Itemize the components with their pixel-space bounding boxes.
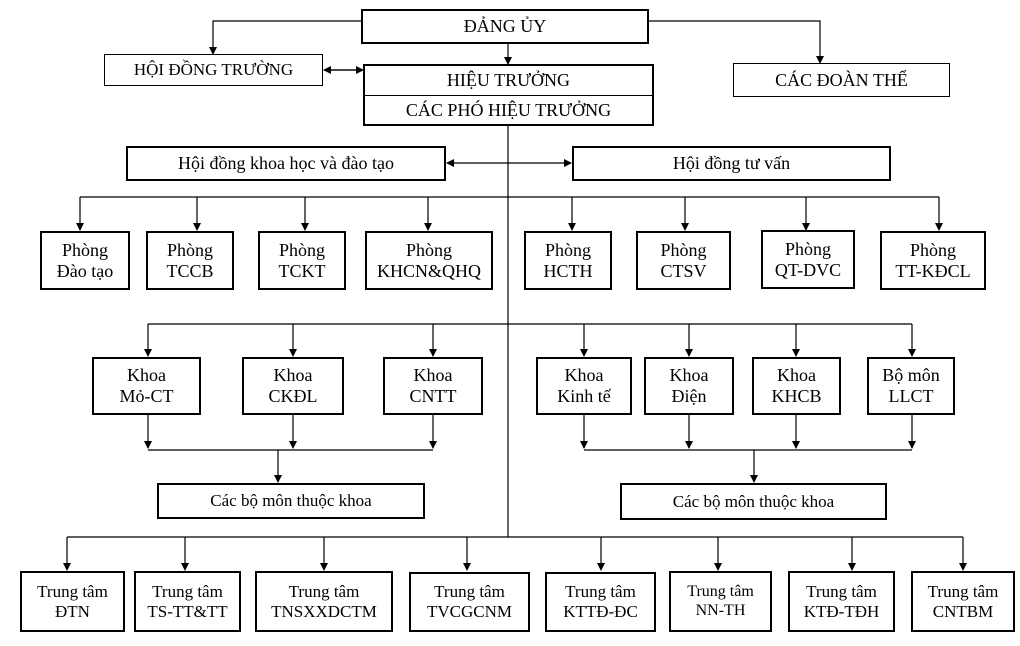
phong-khcn-qhq: Phòng KHCN&QHQ — [365, 231, 493, 290]
phong-name: TCKT — [278, 260, 326, 281]
arrow-dang-uy-doan-the — [648, 20, 824, 64]
trung-tam-name: ĐTN — [55, 601, 90, 621]
khoa-label: Khoa — [669, 365, 709, 386]
trung-tam-ktd-tdh: Trung tâm KTĐ-TĐH — [788, 571, 895, 632]
phong-name: Đào tạo — [56, 260, 114, 281]
bo-mon-thuoc-khoa-left-label: Các bộ môn thuộc khoa — [210, 491, 372, 511]
trung-tam-cntbm: Trung tâm CNTBM — [911, 571, 1015, 632]
khoa-label: Khoa — [413, 365, 453, 386]
phong-label: Phòng — [660, 239, 707, 260]
doan-the-label: CÁC ĐOÀN THỂ — [775, 69, 908, 90]
phong-name: KHCN&QHQ — [376, 260, 481, 281]
arrow-dang-uy-hoi-dong — [209, 20, 361, 55]
dang-uy-box: ĐẢNG ỦY — [361, 9, 649, 44]
trung-tam-label: Trung tâm — [687, 583, 754, 601]
phong-name: CTSV — [660, 260, 707, 281]
trung-tam-dtn: Trung tâm ĐTN — [20, 571, 125, 632]
phong-dao-tao: Phòng Đào tạo — [40, 231, 130, 290]
dang-uy-label: ĐẢNG ỦY — [463, 16, 547, 37]
hoi-dong-khoa-hoc-label: Hội đồng khoa học và đào tạo — [178, 153, 394, 174]
hoi-dong-truong-box: HỘI ĐỒNG TRƯỜNG — [104, 54, 323, 86]
hieu-truong-box: HIỆU TRƯỞNG CÁC PHÓ HIỆU TRƯỞNG — [363, 64, 654, 126]
hoi-dong-truong-label: HỘI ĐỒNG TRƯỜNG — [133, 60, 294, 80]
khoa-label: Bộ môn — [882, 365, 940, 386]
pho-hieu-truong-label: CÁC PHÓ HIỆU TRƯỞNG — [405, 99, 612, 120]
trung-tam-label: Trung tâm — [37, 581, 108, 601]
bo-mon-llct: Bộ môn LLCT — [867, 357, 955, 415]
trung-tam-label: Trung tâm — [152, 581, 223, 601]
khoa-cntt: Khoa CNTT — [383, 357, 483, 415]
khoa-kinh-te: Khoa Kinh tế — [536, 357, 632, 415]
phong-tt-kdcl: Phòng TT-KĐCL — [880, 231, 986, 290]
phong-label: Phòng — [278, 239, 325, 260]
bo-mon-thuoc-khoa-left: Các bộ môn thuộc khoa — [157, 483, 425, 519]
khoa-label: Khoa — [777, 365, 816, 386]
phong-name: TCCB — [166, 260, 214, 281]
trung-tam-name: NN-TH — [695, 601, 746, 619]
hoi-dong-tu-van-box: Hội đồng tư vấn — [572, 146, 891, 181]
khoa-name: Điện — [671, 386, 707, 406]
khoa-name: KHCB — [771, 386, 822, 406]
phong-label: Phòng — [544, 239, 591, 260]
trung-tam-label: Trung tâm — [565, 582, 636, 602]
hoi-dong-khoa-hoc-box: Hội đồng khoa học và đào tạo — [126, 146, 446, 181]
phong-label: Phòng — [61, 239, 108, 260]
phong-name: QT-DVC — [774, 259, 842, 280]
phong-ctsv: Phòng CTSV — [636, 231, 731, 290]
doan-the-box: CÁC ĐOÀN THỂ — [733, 63, 950, 97]
phong-label: Phòng — [909, 239, 956, 260]
trung-tam-name: TNSXXDCTM — [271, 601, 377, 621]
phong-hcth: Phòng HCTH — [524, 231, 612, 290]
trung-tam-label: Trung tâm — [806, 581, 877, 601]
phong-name: TT-KĐCL — [895, 260, 971, 281]
trung-tam-ts-tt-tt: Trung tâm TS-TT&TT — [134, 571, 241, 632]
phong-qt-dvc: Phòng QT-DVC — [761, 230, 855, 289]
trung-tam-name: TS-TT&TT — [147, 601, 228, 621]
phong-label: Phòng — [405, 239, 452, 260]
trung-tam-label: Trung tâm — [288, 581, 360, 601]
trung-tam-label: Trung tâm — [434, 582, 505, 602]
phong-label: Phòng — [784, 238, 831, 259]
hoi-dong-tu-van-label: Hội đồng tư vấn — [672, 153, 791, 174]
phong-name: HCTH — [543, 260, 593, 281]
khoa-label: Khoa — [564, 365, 604, 386]
trung-tam-name: TVCGCNM — [426, 602, 512, 621]
khoa-label: Khoa — [127, 365, 166, 386]
khoa-name: Kinh tế — [557, 386, 611, 406]
trung-tam-name: KTĐ-TĐH — [803, 601, 880, 621]
trung-tam-name: CNTBM — [932, 601, 994, 621]
khoa-ckdl: Khoa CKĐL — [242, 357, 344, 415]
trung-tam-name: KTTĐ-ĐC — [563, 602, 638, 621]
trung-tam-tvcgcnm: Trung tâm TVCGCNM — [409, 572, 530, 632]
bo-mon-thuoc-khoa-right-label: Các bộ môn thuộc khoa — [672, 491, 835, 511]
khoa-name: LLCT — [888, 386, 934, 406]
trung-tam-label: Trung tâm — [927, 581, 999, 601]
khoa-name: CKĐL — [268, 386, 318, 406]
trung-tam-kttd-dc: Trung tâm KTTĐ-ĐC — [545, 572, 656, 632]
khoa-name: CNTT — [409, 386, 457, 406]
hieu-truong-label: HIỆU TRƯỞNG — [365, 66, 652, 96]
khoa-name: Mỏ-CT — [119, 386, 174, 406]
trung-tam-nn-th: Trung tâm NN-TH — [669, 571, 772, 632]
bo-mon-thuoc-khoa-right: Các bộ môn thuộc khoa — [620, 483, 887, 520]
khoa-dien: Khoa Điện — [644, 357, 734, 415]
trung-tam-tnsxxdctm: Trung tâm TNSXXDCTM — [255, 571, 393, 632]
phong-tccb: Phòng TCCB — [146, 231, 234, 290]
khoa-label: Khoa — [273, 365, 313, 386]
phong-label: Phòng — [166, 239, 213, 260]
khoa-mo-ct: Khoa Mỏ-CT — [92, 357, 201, 415]
phong-tckt: Phòng TCKT — [258, 231, 346, 290]
khoa-khcb: Khoa KHCB — [752, 357, 841, 415]
